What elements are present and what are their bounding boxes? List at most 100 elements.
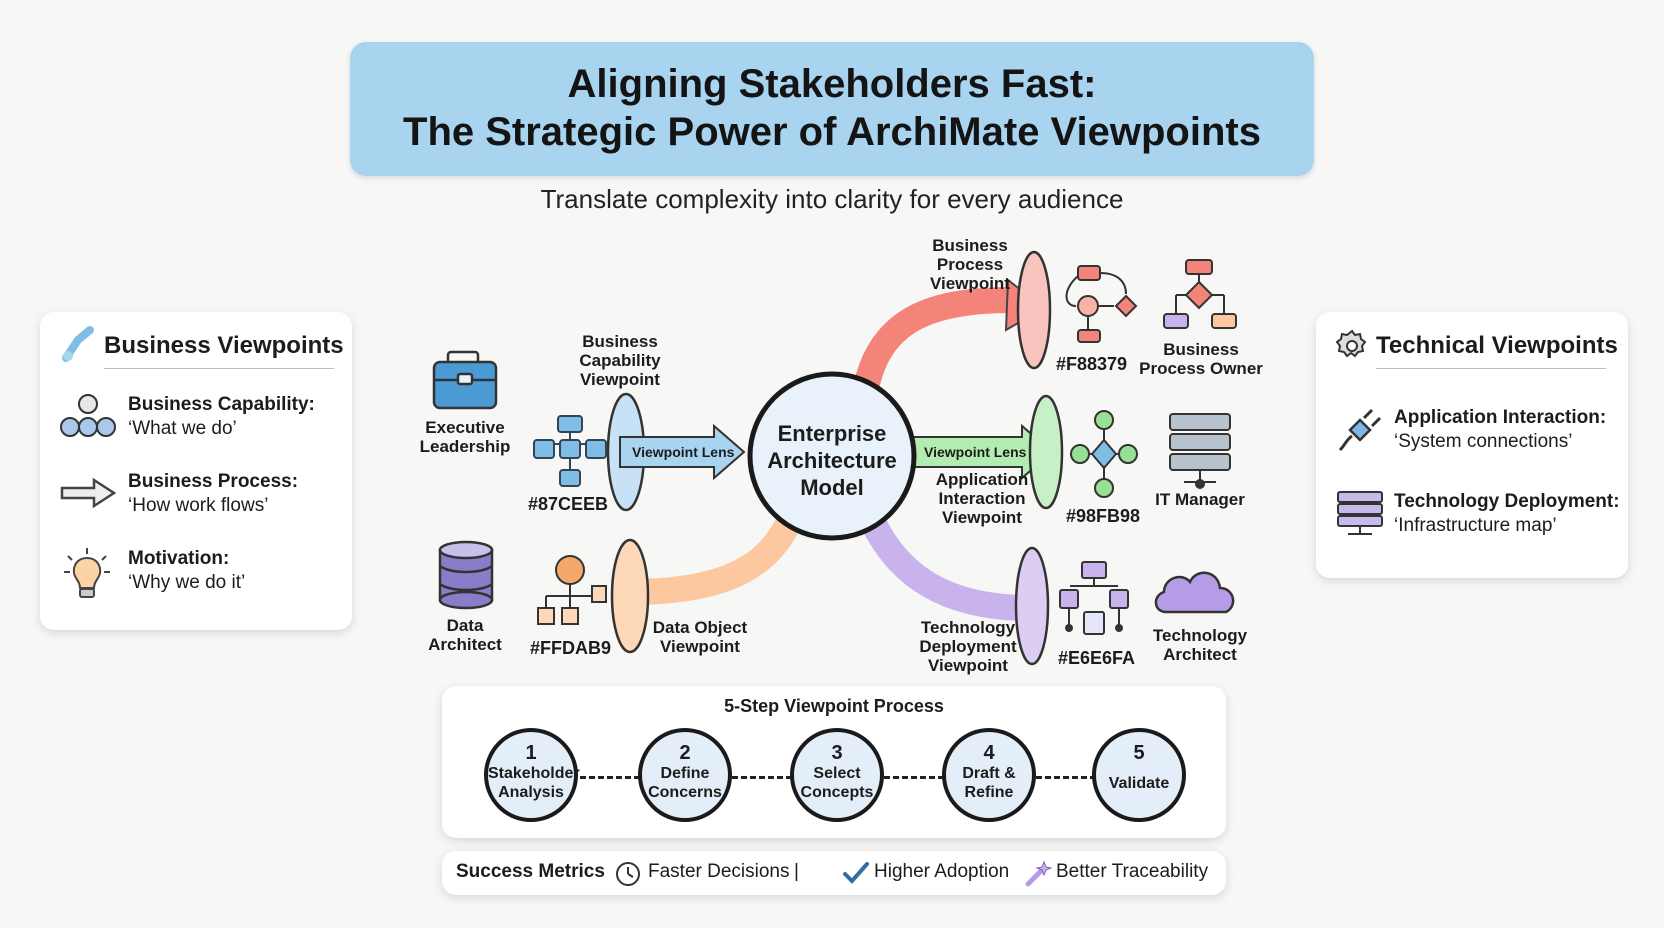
application-interaction-desc: ‘System connections’ xyxy=(1394,431,1573,452)
data-object-icon xyxy=(537,555,607,625)
capability-viewpoint-line-3: Viewpoint xyxy=(580,370,660,389)
plug-icon xyxy=(1338,408,1382,452)
sparkle-icon xyxy=(1025,860,1052,887)
success-metrics-bar xyxy=(442,851,1226,895)
step-number: 1 xyxy=(525,742,537,764)
technology-network-icon xyxy=(1059,561,1129,635)
capability-hierarchy-icon xyxy=(533,415,607,487)
lightbulb-icon xyxy=(64,548,110,598)
briefcase-icon xyxy=(432,350,498,410)
metric-separator: | xyxy=(794,861,799,882)
technical-panel-divider xyxy=(1376,368,1606,369)
business-capability-desc: ‘What we do’ xyxy=(128,418,237,439)
capability-viewpoint-label: Business Capability Viewpoint xyxy=(560,332,680,389)
application-viewpoint-label: Application Interaction Viewpoint xyxy=(922,470,1042,527)
cloud-icon xyxy=(1154,571,1235,614)
application-lens xyxy=(1028,394,1064,510)
step-label-line-1: Stakeholder xyxy=(488,765,580,782)
technology-deployment-label: Technology Deployment: xyxy=(1394,491,1620,512)
technology-flow-arrow xyxy=(860,514,1023,621)
motivation-desc: ‘Why we do it’ xyxy=(128,572,246,593)
process-hex: #F88379 xyxy=(1056,354,1128,374)
process-flow-icon xyxy=(1065,265,1138,343)
step-label-line-2: Concepts xyxy=(800,784,874,801)
success-metrics-label: Success Metrics xyxy=(456,861,605,882)
technology-lens xyxy=(1014,546,1050,666)
metric-better-traceability: Better Traceability xyxy=(1056,861,1209,882)
metric-faster-decisions: Faster Decisions xyxy=(648,861,790,882)
data-viewpoint-line-2: Viewpoint xyxy=(660,637,740,656)
org-chart-icon xyxy=(1163,259,1237,329)
step-connector xyxy=(732,776,792,779)
gear-icon xyxy=(1335,329,1367,358)
step-number: 5 xyxy=(1133,742,1145,764)
application-hex: #98FB98 xyxy=(1066,506,1141,526)
business-process-owner-label: Business Process Owner xyxy=(1128,340,1274,378)
business-capability-label: Business Capability: xyxy=(128,394,315,415)
capability-viewpoint-line-2: Capability xyxy=(579,351,661,370)
data-architect-line-1: Data xyxy=(446,616,484,635)
process-viewpoint-line-3: Viewpoint xyxy=(930,274,1010,293)
step-number: 3 xyxy=(831,742,843,764)
process-viewpoint-label: Business Process Viewpoint xyxy=(910,236,1030,293)
technology-viewpoint-line-3: Viewpoint xyxy=(928,656,1008,675)
it-manager-label: IT Manager xyxy=(1140,490,1260,509)
application-lens-label: Viewpoint Lens xyxy=(924,444,1027,460)
enterprise-architecture-model-label: Enterprise Architecture Model xyxy=(752,420,912,501)
step-connector xyxy=(1036,776,1096,779)
metric-higher-adoption: Higher Adoption xyxy=(874,861,1010,882)
process-viewpoint-line-2: Process xyxy=(936,255,1004,274)
capability-viewpoint-line-1: Business xyxy=(582,332,658,351)
process-viewpoint-line-1: Business xyxy=(932,236,1008,255)
step-2-define-concerns: 2 Define Concerns xyxy=(638,728,732,822)
technology-viewpoint-label: Technology Deployment Viewpoint xyxy=(908,618,1028,675)
technology-architect-label: Technology Architect xyxy=(1140,626,1260,664)
business-process-label: Business Process: xyxy=(128,471,299,492)
technology-architect-line-2: Architect xyxy=(1163,645,1237,664)
data-lens xyxy=(610,538,650,654)
step-3-select-concepts: 3 Select Concepts xyxy=(790,728,884,822)
data-object-viewpoint-label: Data Object Viewpoint xyxy=(640,618,760,656)
step-label-line-1: Define xyxy=(660,765,710,782)
title-line-2: The Strategic Power of ArchiMate Viewpoi… xyxy=(403,110,1261,154)
step-5-validate: 5 Validate xyxy=(1092,728,1186,822)
center-line-3: Model xyxy=(800,475,864,500)
executive-line-1: Executive xyxy=(425,418,505,437)
data-architect-line-2: Architect xyxy=(428,635,502,654)
step-number: 2 xyxy=(679,742,691,764)
process-arrow-icon xyxy=(60,477,117,509)
business-viewpoints-icon xyxy=(62,326,94,362)
technology-deployment-desc: ‘Infrastructure map’ xyxy=(1394,515,1557,536)
enterprise-model-circle xyxy=(747,371,917,541)
application-viewpoint-line-2: Interaction xyxy=(938,489,1026,508)
data-flow-arrow xyxy=(639,509,805,605)
step-connector xyxy=(580,776,640,779)
center-line-2: Architecture xyxy=(767,448,897,473)
technology-hex: #E6E6FA xyxy=(1058,648,1136,668)
process-title: 5-Step Viewpoint Process xyxy=(724,696,944,716)
step-label-line-1: Validate xyxy=(1108,775,1170,792)
step-1-stakeholder-analysis: 1 Stakeholder Analysis xyxy=(484,728,580,822)
database-icon xyxy=(438,540,494,610)
capability-lens-label: Viewpoint Lens xyxy=(632,444,735,460)
title-line-1: Aligning Stakeholders Fast: xyxy=(567,62,1097,106)
step-label-line-1: Select xyxy=(813,765,861,782)
step-label-line-2: Concerns xyxy=(648,784,722,801)
data-hex: #FFDAB9 xyxy=(530,638,612,658)
executive-leadership-label: Executive Leadership xyxy=(400,418,530,456)
process-lens xyxy=(1016,250,1052,370)
step-4-draft-refine: 4 Draft & Refine xyxy=(942,728,1036,822)
title-banner: Aligning Stakeholders Fast: The Strategi… xyxy=(350,42,1314,176)
capability-lens-arrow xyxy=(619,423,746,481)
technology-viewpoint-line-2: Deployment xyxy=(919,637,1017,656)
center-line-1: Enterprise xyxy=(777,421,887,446)
application-network-icon xyxy=(1070,410,1138,498)
data-architect-label: Data Architect xyxy=(410,616,520,654)
clock-icon xyxy=(616,862,640,886)
subtitle: Translate complexity into clarity for ev… xyxy=(540,184,1124,214)
process-owner-line-2: Process Owner xyxy=(1139,359,1263,378)
business-panel-title: Business Viewpoints xyxy=(104,332,344,359)
application-viewpoint-line-1: Application xyxy=(935,470,1029,489)
motivation-label: Motivation: xyxy=(128,548,230,569)
